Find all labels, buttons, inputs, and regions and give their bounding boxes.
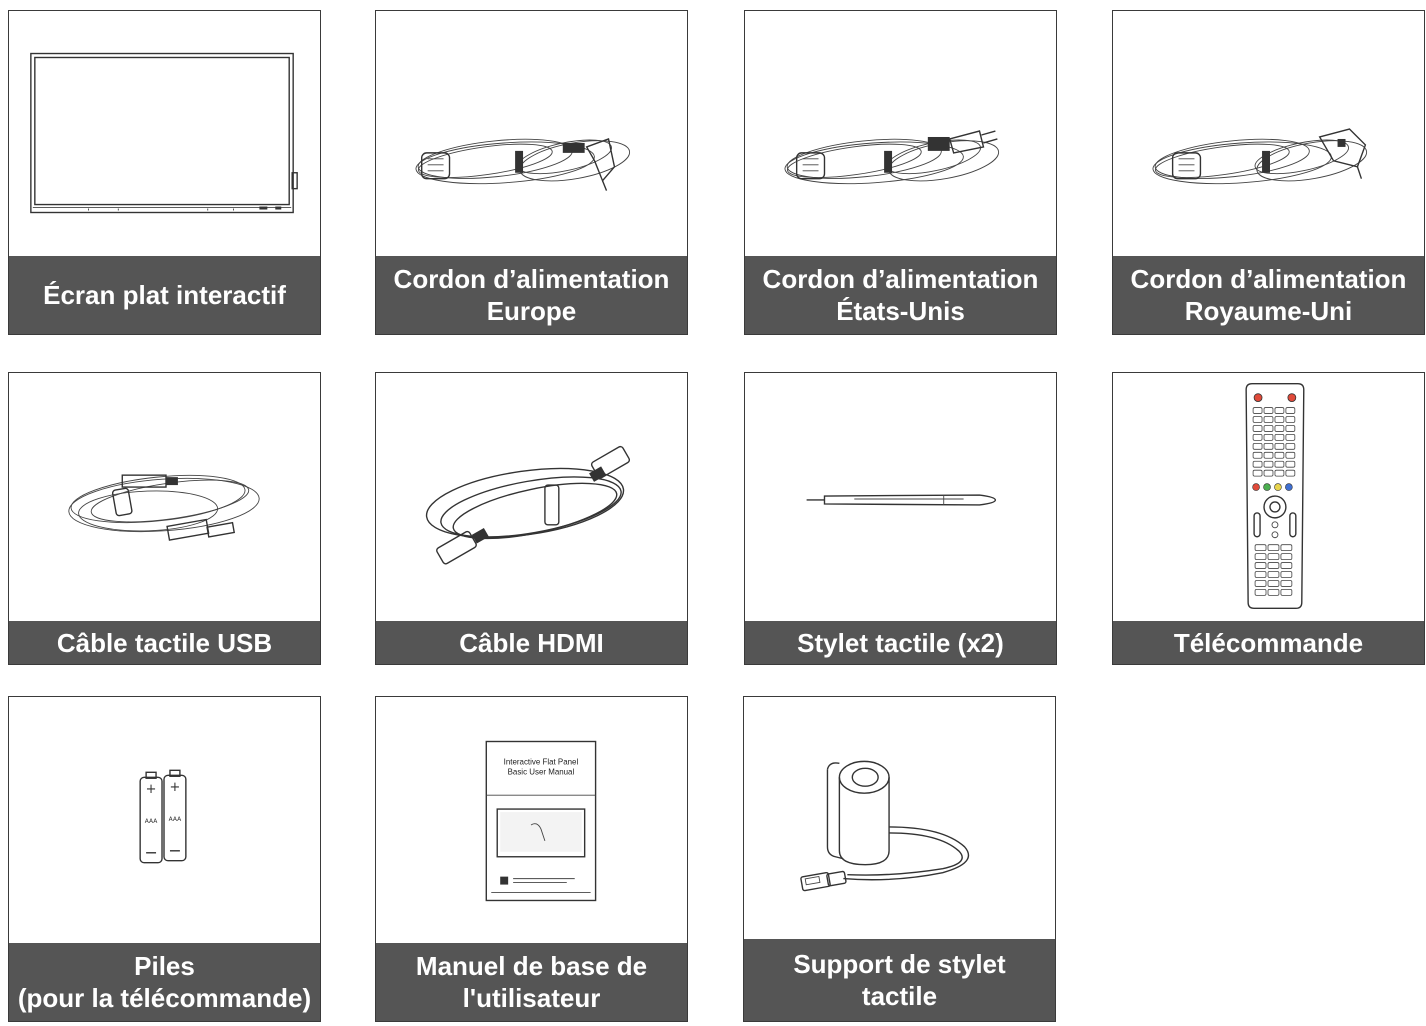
usb-cable-icon xyxy=(9,373,320,623)
remote-key xyxy=(1252,425,1263,432)
remote-key xyxy=(1280,544,1293,552)
remote-key xyxy=(1263,434,1274,441)
item-card-power-uk: Cordon d’alimentation Royaume-Uni xyxy=(1112,10,1425,335)
remote-key xyxy=(1263,442,1274,450)
remote-key xyxy=(1280,580,1293,587)
remote-key xyxy=(1285,469,1296,477)
remote-key xyxy=(1285,434,1296,441)
item-caption: Support de stylet tactile xyxy=(744,939,1055,1021)
item-card-power-us: Cordon d’alimentation États-Unis xyxy=(744,10,1057,335)
remote-key xyxy=(1285,407,1296,414)
remote-key xyxy=(1267,553,1280,561)
hdmi-cable-icon xyxy=(376,373,687,623)
item-card-batteries: + + AAA AAA Piles (pour la télécommande) xyxy=(8,696,321,1022)
remote-key xyxy=(1252,407,1263,414)
remote-key xyxy=(1252,469,1263,477)
svg-text:+: + xyxy=(146,782,157,797)
remote-key xyxy=(1280,562,1293,569)
remote-key xyxy=(1267,589,1280,596)
item-caption: Câble HDMI xyxy=(376,621,687,664)
svg-text:Basic User Manual: Basic User Manual xyxy=(508,767,575,776)
remote-key xyxy=(1274,451,1285,459)
remote-key xyxy=(1252,460,1263,468)
item-caption: Câble tactile USB xyxy=(9,621,320,664)
item-card-manual: Interactive Flat Panel Basic User Manual… xyxy=(375,696,688,1022)
item-card-hdmi: Câble HDMI xyxy=(375,372,688,665)
item-caption: Cordon d’alimentation Royaume-Uni xyxy=(1113,256,1424,334)
remote-key xyxy=(1263,460,1274,468)
remote-key xyxy=(1263,416,1274,423)
remote-key xyxy=(1274,416,1285,423)
remote-key xyxy=(1274,434,1285,441)
item-card-stylus: Stylet tactile (x2) xyxy=(744,372,1057,665)
remote-key xyxy=(1252,442,1263,450)
remote-key xyxy=(1263,451,1274,459)
item-caption: Cordon d’alimentation États-Unis xyxy=(745,256,1056,334)
svg-text:AAA: AAA xyxy=(145,818,158,825)
remote-key xyxy=(1263,425,1274,432)
item-card-usb: Câble tactile USB xyxy=(8,372,321,665)
aaa-batteries-icon: + + AAA AAA xyxy=(9,697,320,941)
remote-key xyxy=(1285,451,1296,459)
stylus-pen-icon xyxy=(745,373,1056,623)
remote-key xyxy=(1285,416,1296,423)
remote-key xyxy=(1254,571,1267,578)
remote-key xyxy=(1263,407,1274,414)
remote-key xyxy=(1254,544,1267,552)
user-manual-icon: Interactive Flat Panel Basic User Manual xyxy=(376,697,687,941)
svg-text:+: + xyxy=(170,780,181,795)
item-caption: Écran plat interactif xyxy=(9,256,320,334)
remote-key xyxy=(1263,469,1274,477)
remote-key xyxy=(1267,571,1280,578)
remote-key xyxy=(1280,571,1293,578)
remote-key xyxy=(1252,451,1263,459)
remote-key xyxy=(1274,469,1285,477)
svg-text:Interactive Flat Panel: Interactive Flat Panel xyxy=(504,757,579,766)
remote-key xyxy=(1252,434,1263,441)
svg-text:AAA: AAA xyxy=(169,816,182,823)
remote-key xyxy=(1267,580,1280,587)
remote-key xyxy=(1254,562,1267,569)
remote-key xyxy=(1267,544,1280,552)
item-caption: Manuel de base de l'utilisateur xyxy=(376,943,687,1021)
remote-control-icon xyxy=(1113,373,1424,623)
item-caption: Stylet tactile (x2) xyxy=(745,621,1056,664)
remote-key xyxy=(1280,589,1293,596)
remote-key xyxy=(1285,460,1296,468)
remote-key xyxy=(1254,553,1267,561)
item-caption: Cordon d’alimentation Europe xyxy=(376,256,687,334)
item-caption: Télécommande xyxy=(1113,621,1424,664)
uk-power-cord-icon xyxy=(1113,11,1424,258)
remote-key xyxy=(1254,589,1267,596)
remote-key xyxy=(1254,580,1267,587)
remote-key xyxy=(1280,553,1293,561)
flat-panel-icon xyxy=(9,11,320,258)
remote-key xyxy=(1252,416,1263,423)
remote-key xyxy=(1285,442,1296,450)
item-card-power-eu: Cordon d’alimentation Europe xyxy=(375,10,688,335)
remote-key xyxy=(1274,407,1285,414)
item-caption: Piles (pour la télécommande) xyxy=(9,943,320,1021)
remote-key xyxy=(1285,425,1296,432)
stylus-holder-icon xyxy=(744,697,1055,941)
remote-key xyxy=(1274,460,1285,468)
remote-key xyxy=(1274,425,1285,432)
item-card-remote: Télécommande xyxy=(1112,372,1425,665)
item-card-panel: Écran plat interactif xyxy=(8,10,321,335)
eu-power-cord-icon xyxy=(376,11,687,258)
remote-key xyxy=(1267,562,1280,569)
us-power-cord-icon xyxy=(745,11,1056,258)
item-card-holder: Support de stylet tactile xyxy=(743,696,1056,1022)
remote-key xyxy=(1274,442,1285,450)
